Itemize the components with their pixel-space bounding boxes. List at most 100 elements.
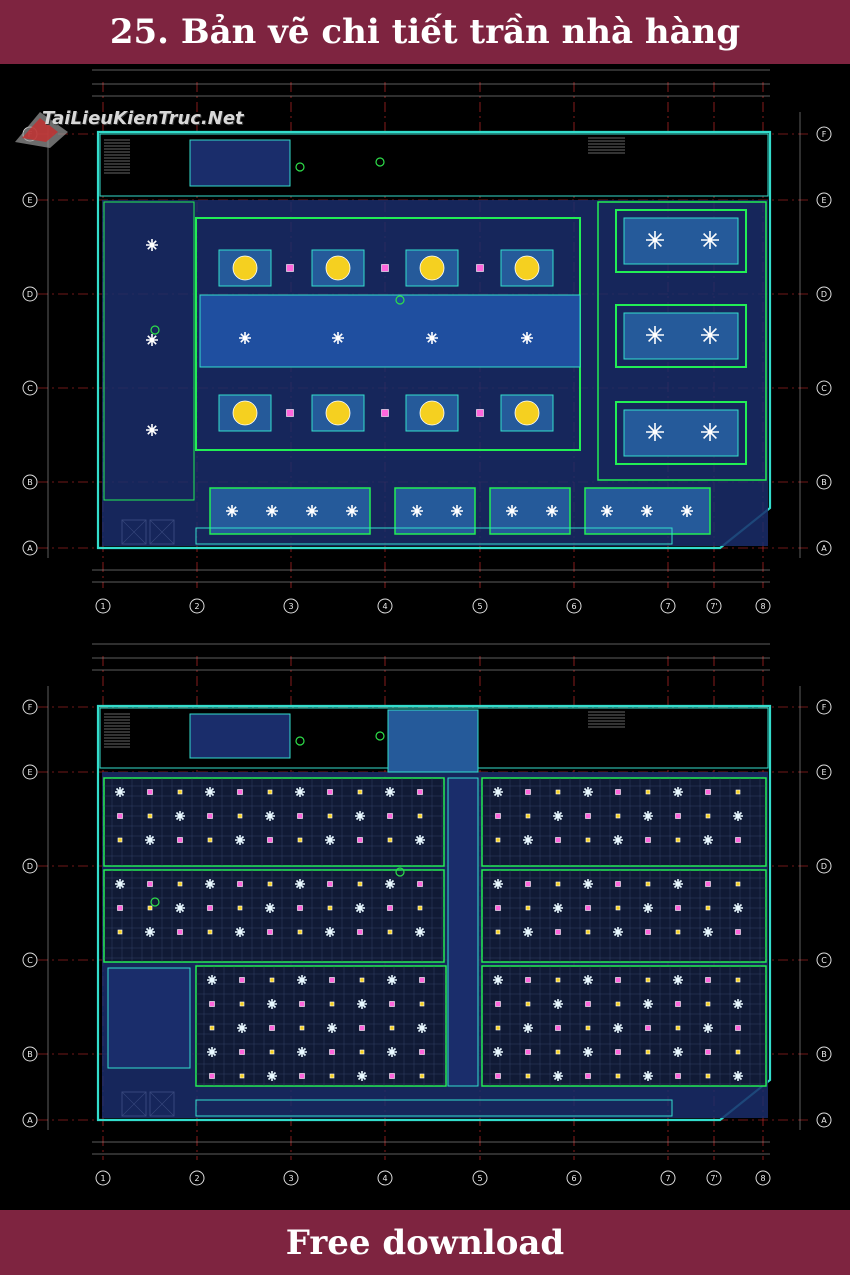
grid-bubble-bottom <box>566 598 582 614</box>
grid-bubble-right <box>816 126 832 142</box>
downlight-star <box>355 811 365 821</box>
grid-bubble-bottom <box>377 1170 393 1186</box>
entrance-ceiling <box>189 713 291 759</box>
downlight-star <box>673 1047 683 1057</box>
gold-light <box>555 977 561 983</box>
gold-light <box>555 1049 561 1055</box>
pink-downlight <box>615 789 621 795</box>
gold-light <box>735 881 741 887</box>
grid-bubble-bottom-label: 4 <box>382 602 387 611</box>
pink-downlight <box>327 881 333 887</box>
banquet-ceiling-zone <box>481 965 767 1087</box>
grid-bubble-left-label: D <box>27 862 33 871</box>
pink-downlight <box>207 813 213 819</box>
pink-downlight <box>417 881 423 887</box>
bay-light-star <box>451 505 463 517</box>
pink-downlight <box>237 789 243 795</box>
downlight-star <box>205 787 215 797</box>
pink-downlight <box>381 264 389 272</box>
grid-bubble-right <box>816 1112 832 1128</box>
gold-light <box>147 813 153 819</box>
vip-room-cove <box>623 312 739 360</box>
downlight-star <box>643 903 653 913</box>
downlight-star <box>493 975 503 985</box>
pink-downlight <box>735 1025 741 1031</box>
chandelier-light <box>514 255 540 281</box>
chandelier-light <box>325 400 351 426</box>
grid-bubble-bottom <box>283 598 299 614</box>
downlight-star <box>115 879 125 889</box>
downlight-star <box>493 787 503 797</box>
gold-light <box>417 905 423 911</box>
grid-bubble-right-label: E <box>821 768 826 777</box>
grid-bubble-bottom <box>755 598 771 614</box>
perimeter-corridor <box>195 527 673 545</box>
downlight-star <box>613 927 623 937</box>
gold-light <box>585 1025 591 1031</box>
gold-light <box>735 977 741 983</box>
bay-light-star <box>306 505 318 517</box>
grid-bubble-left-label: E <box>27 768 32 777</box>
pink-downlight <box>555 929 561 935</box>
title-banner: 25. Bản vẽ chi tiết trần nhà hàng <box>0 0 850 64</box>
pink-downlight <box>286 264 294 272</box>
pink-downlight <box>297 905 303 911</box>
gold-light <box>675 1025 681 1031</box>
grid-bubble-left-label: C <box>27 956 33 965</box>
pink-downlight <box>555 837 561 843</box>
downlight-star <box>267 1071 277 1081</box>
gold-light <box>675 837 681 843</box>
grid-bubble-left-label: A <box>27 544 33 553</box>
gold-light <box>555 789 561 795</box>
bay-light-star <box>226 505 238 517</box>
perimeter-corridor <box>195 1099 673 1117</box>
gold-light <box>329 1073 335 1079</box>
grid-bubble-left <box>22 192 38 208</box>
pink-downlight <box>735 837 741 843</box>
grid-bubble-bottom <box>472 598 488 614</box>
pink-downlight <box>299 1001 305 1007</box>
downlight-star <box>583 1047 593 1057</box>
grid-bubble-bottom-label: 1 <box>100 602 105 611</box>
pink-downlight <box>147 881 153 887</box>
grid-bubble-bottom-label: 2 <box>194 1174 199 1183</box>
gold-light <box>495 1025 501 1031</box>
grid-bubble-left-label: F <box>28 703 33 712</box>
grid-bubble-bottom-label: 7 <box>665 1174 670 1183</box>
gold-light <box>117 837 123 843</box>
downlight-star <box>115 787 125 797</box>
corridor-light-star <box>146 424 158 436</box>
downlight-star <box>385 879 395 889</box>
grid-bubble-right <box>816 540 832 556</box>
grid-bubble-right <box>816 286 832 302</box>
grid-bubble-left-label: B <box>27 1050 33 1059</box>
downlight-star <box>295 879 305 889</box>
pink-downlight <box>476 264 484 272</box>
gold-light <box>525 813 531 819</box>
grid-bubble-left <box>22 286 38 302</box>
smoke-detector-icon <box>395 867 405 877</box>
grid-bubble-bottom-label: 5 <box>477 602 482 611</box>
corridor-light-star <box>146 239 158 251</box>
vip-light-star <box>701 423 719 441</box>
downlight-star <box>207 975 217 985</box>
vip-room-ceiling <box>615 401 747 465</box>
pink-downlight <box>299 1073 305 1079</box>
pink-downlight <box>675 905 681 911</box>
gold-light <box>177 881 183 887</box>
vip-light-star <box>646 326 664 344</box>
banquet-ceiling-zone <box>481 777 767 867</box>
gold-light <box>267 881 273 887</box>
downlight-star <box>703 927 713 937</box>
grid-bubble-right-label: D <box>821 862 827 871</box>
pink-downlight <box>525 881 531 887</box>
pink-downlight <box>389 1001 395 1007</box>
gold-light <box>357 789 363 795</box>
bay-light-star <box>681 505 693 517</box>
pink-downlight <box>387 905 393 911</box>
grid-bubble-left-label: E <box>27 196 32 205</box>
chandelier-light <box>419 255 445 281</box>
chandelier-light <box>325 255 351 281</box>
gold-light <box>237 813 243 819</box>
pink-downlight <box>585 813 591 819</box>
